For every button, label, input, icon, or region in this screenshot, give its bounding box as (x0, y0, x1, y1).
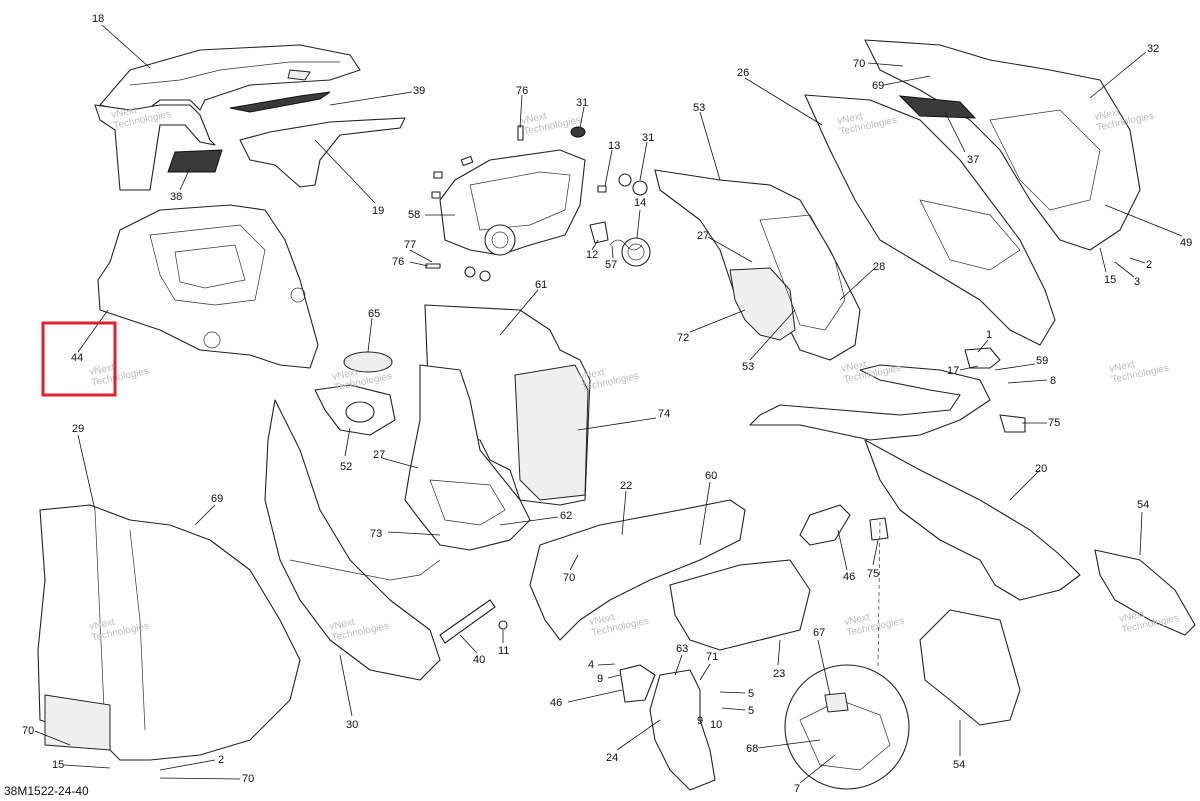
callout-8: 8 (1050, 375, 1056, 387)
watermark: vNextTechnologies (588, 605, 650, 639)
callout-46b: 46 (550, 697, 562, 709)
part-headlight-assembly (439, 149, 586, 282)
watermark: vNextTechnologies (1108, 352, 1170, 386)
callout-49: 49 (1180, 237, 1192, 249)
callout-57: 57 (605, 259, 617, 271)
callout-59: 59 (1036, 355, 1048, 367)
callout-19: 19 (372, 205, 384, 217)
callout-27b: 27 (373, 449, 385, 461)
callout-54: 54 (1137, 499, 1149, 511)
callout-18: 18 (92, 13, 104, 25)
part-dashboard-console (97, 204, 319, 369)
callout-26: 26 (737, 67, 749, 79)
callout-53: 53 (693, 102, 705, 114)
callout-1: 1 (986, 329, 992, 341)
part-right-side-panel (804, 39, 1141, 346)
watermark: vNextTechnologies (88, 355, 150, 389)
callout-71: 71 (706, 651, 718, 663)
callout-44: 44 (71, 352, 83, 364)
callout-72: 72 (677, 332, 689, 344)
callout-46: 46 (843, 571, 855, 583)
part-lower-fairing-right (749, 347, 1081, 601)
part-grille (167, 149, 223, 173)
callout-10: 10 (710, 719, 722, 731)
callout-20: 20 (1035, 463, 1047, 475)
callout-17: 17 (947, 365, 959, 377)
callout-labels: 18 39 38 19 76 31 13 31 58 77 76 12 57 1… (22, 13, 1192, 795)
highlight-box-callout-44[interactable] (41, 321, 117, 397)
callout-54b: 54 (953, 759, 965, 771)
callout-2b: 2 (218, 754, 224, 766)
callout-58: 58 (408, 209, 420, 221)
callout-29: 29 (72, 423, 84, 435)
callout-28: 28 (873, 261, 885, 273)
drawing-code: 38M1522-24-40 (4, 784, 89, 798)
callout-14: 14 (634, 197, 646, 209)
callout-70c: 70 (22, 725, 34, 737)
part-windshield-mirror-assembly (529, 499, 889, 703)
callout-37: 37 (967, 154, 979, 166)
callout-13: 13 (608, 140, 620, 152)
callout-9b: 9 (697, 715, 703, 727)
callout-70: 70 (853, 58, 865, 70)
callout-76: 76 (516, 85, 528, 97)
callout-70b: 70 (563, 572, 575, 584)
part-bezel-ring (314, 351, 396, 436)
part-side-panel (239, 117, 406, 188)
callout-7: 7 (794, 783, 800, 795)
callout-11: 11 (498, 645, 509, 657)
callout-22: 22 (620, 480, 632, 492)
leader-lines (34, 24, 1183, 784)
callout-75: 75 (1048, 417, 1060, 429)
callout-53b: 53 (742, 361, 754, 373)
callout-69b: 69 (211, 493, 223, 505)
callout-68: 68 (746, 743, 758, 755)
callout-5b: 5 (748, 705, 754, 717)
callout-70d: 70 (242, 773, 254, 785)
callout-15b: 15 (52, 759, 64, 771)
callout-27: 27 (697, 230, 709, 242)
part-front-nose (654, 169, 861, 361)
callout-73: 73 (370, 528, 382, 540)
callout-40: 40 (473, 654, 485, 666)
callout-77: 77 (404, 239, 416, 251)
callout-12: 12 (586, 249, 598, 261)
callout-61: 61 (535, 279, 547, 291)
callout-38: 38 (170, 191, 182, 203)
callout-4: 4 (588, 659, 594, 671)
callout-2: 2 (1146, 259, 1152, 271)
callout-76b: 76 (392, 256, 404, 268)
part-lower-bracket (649, 669, 716, 791)
callout-67: 67 (813, 627, 825, 639)
callout-9: 9 (597, 673, 603, 685)
part-side-skirt (264, 399, 508, 681)
callout-30: 30 (346, 719, 358, 731)
callout-75b: 75 (867, 568, 879, 580)
callout-15: 15 (1104, 274, 1116, 286)
callout-5: 5 (748, 688, 754, 700)
callout-60: 60 (705, 470, 717, 482)
callout-31b: 31 (642, 132, 654, 144)
part-right-covers (919, 549, 1196, 726)
watermark: vNextTechnologies (843, 605, 905, 639)
callout-69: 69 (872, 80, 884, 92)
callout-31: 31 (576, 97, 588, 109)
callout-74: 74 (658, 408, 670, 420)
callout-65: 65 (368, 308, 380, 320)
callout-39: 39 (413, 85, 425, 97)
callout-32: 32 (1147, 43, 1159, 55)
callout-23: 23 (773, 668, 785, 680)
callout-63: 63 (676, 643, 688, 655)
part-left-lower-panel (37, 504, 301, 761)
callout-62: 62 (560, 510, 572, 522)
callout-24: 24 (606, 752, 618, 764)
part-hardware-headlight (425, 125, 651, 269)
part-center-shroud (404, 304, 591, 551)
part-upper-hood (94, 44, 361, 191)
watermark: vNextTechnologies (578, 360, 640, 394)
detail-zoom-circle (784, 519, 910, 790)
callout-52: 52 (340, 461, 352, 473)
callout-3: 3 (1134, 276, 1140, 288)
